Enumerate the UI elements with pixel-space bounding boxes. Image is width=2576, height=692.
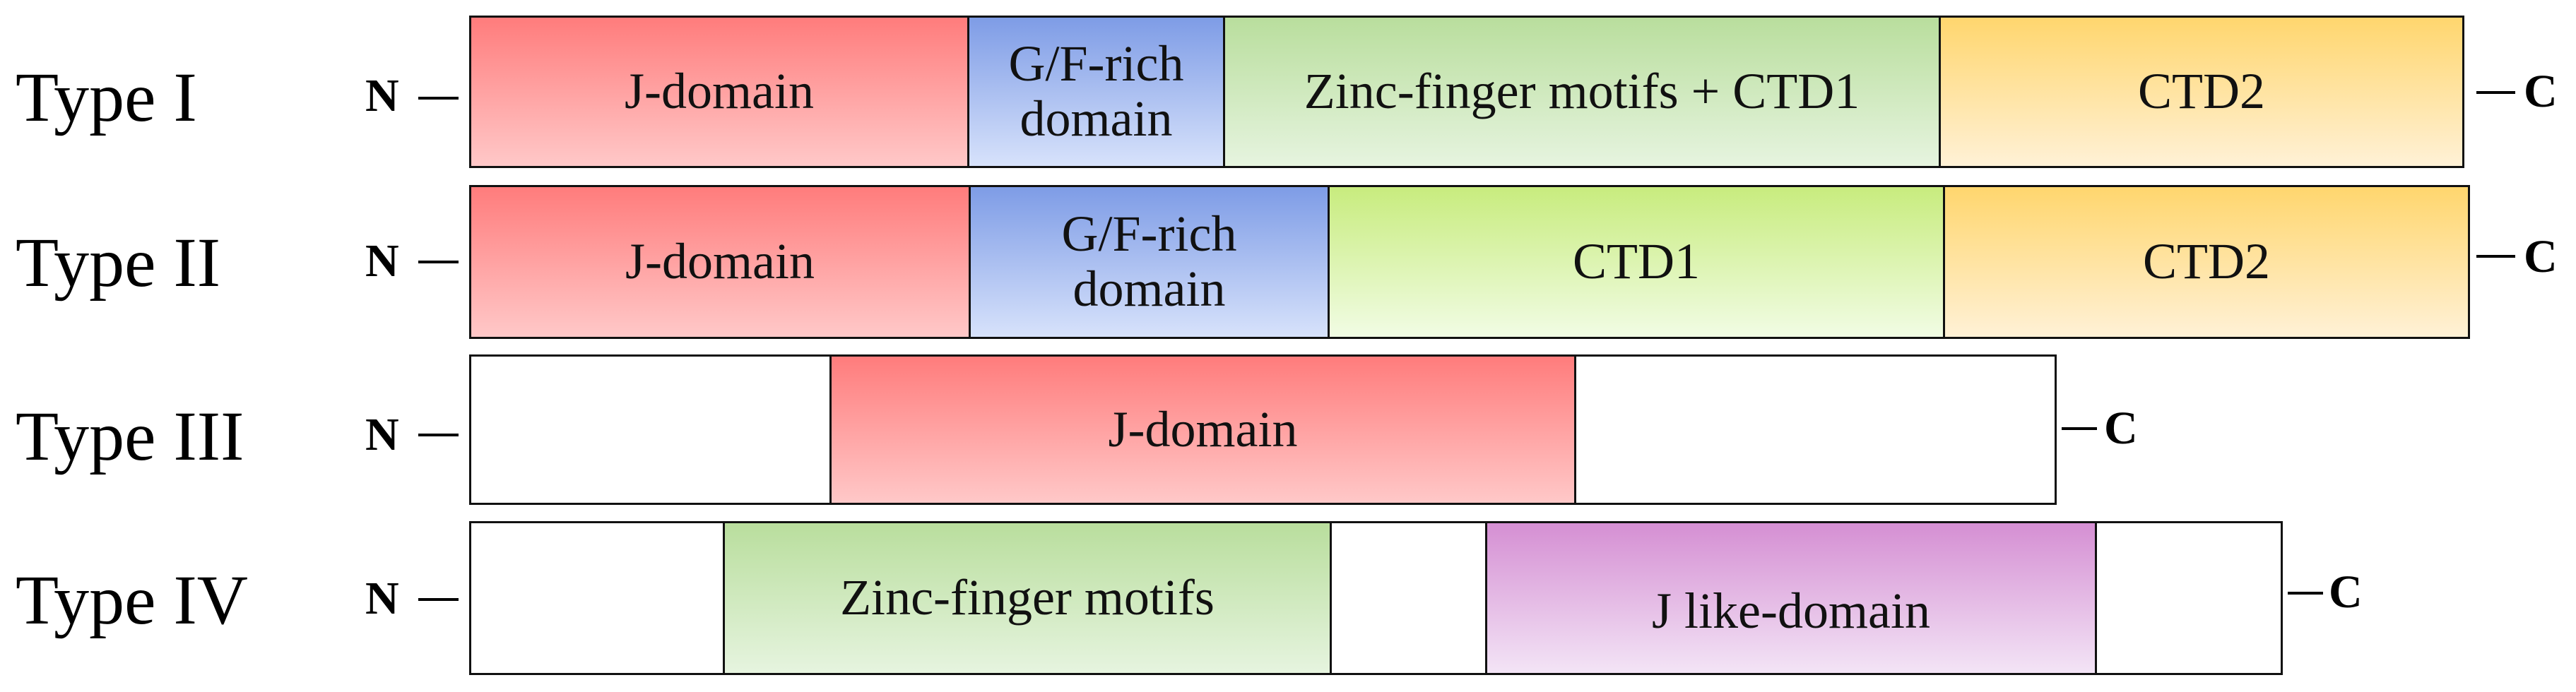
type-ii-j-domain: J-domain [469, 185, 971, 339]
type-ii-ctd2-label: CTD2 [2143, 233, 2270, 290]
type-iv-c-connector [2288, 592, 2323, 595]
type-ii-j-domain-label: J-domain [625, 233, 815, 290]
type-iv-n-connector [418, 598, 459, 601]
type-ii-c-connector [2476, 255, 2515, 258]
type-iii-n-terminus: N [365, 409, 399, 460]
type-i-label: Type I [16, 58, 197, 136]
type-iii-j-domain-label: J-domain [1108, 400, 1298, 458]
type-i-zinc-finger-ctd1-label: Zinc-finger motifs + CTD1 [1304, 63, 1860, 120]
type-iv-zinc-finger-label: Zinc-finger motifs [840, 569, 1215, 626]
type-i-c-terminus: C [2524, 66, 2558, 117]
type-i-gf-rich-domain-label: G/F-rich domain [1008, 35, 1184, 147]
type-iii-c-terminus: C [2104, 402, 2138, 454]
type-iv-zinc-finger-domain: Zinc-finger motifs [723, 521, 1332, 675]
type-i-ctd2-label: CTD2 [2138, 63, 2265, 120]
type-ii-gf-rich-domain: G/F-rich domain [969, 185, 1330, 339]
type-ii-n-connector [418, 261, 459, 263]
type-iii-label: Type III [16, 397, 244, 475]
type-i-j-domain-label: J-domain [625, 63, 814, 120]
type-i-j-domain: J-domain [469, 16, 969, 168]
type-ii-gf-rich-domain-label: G/F-rich domain [1061, 205, 1237, 317]
type-iv-label: Type IV [16, 561, 249, 639]
type-iv-j-like-domain-label: J like-domain [1652, 583, 1930, 640]
type-i-n-connector [418, 97, 459, 100]
type-i-gf-rich-domain: G/F-rich domain [967, 16, 1225, 168]
type-ii-label: Type II [16, 223, 221, 302]
type-i-n-terminus: N [365, 70, 399, 121]
type-i-zinc-finger-ctd1-domain: Zinc-finger motifs + CTD1 [1223, 16, 1941, 168]
type-iv-j-like-domain: J like-domain [1485, 521, 2097, 675]
type-i-ctd2-domain: CTD2 [1939, 16, 2464, 168]
type-ii-ctd2-domain: CTD2 [1943, 185, 2470, 339]
type-ii-ctd1-domain: CTD1 [1328, 185, 1945, 339]
type-ii-c-terminus: C [2524, 231, 2558, 282]
type-iv-n-terminus: N [365, 573, 399, 624]
type-iii-j-domain: J-domain [829, 354, 1576, 505]
type-iv-c-terminus: C [2329, 566, 2363, 618]
type-ii-ctd1-label: CTD1 [1573, 233, 1700, 290]
type-i-c-connector [2476, 91, 2515, 94]
type-iii-c-connector [2062, 427, 2097, 430]
type-ii-n-terminus: N [365, 235, 399, 287]
type-iii-n-connector [418, 434, 459, 436]
